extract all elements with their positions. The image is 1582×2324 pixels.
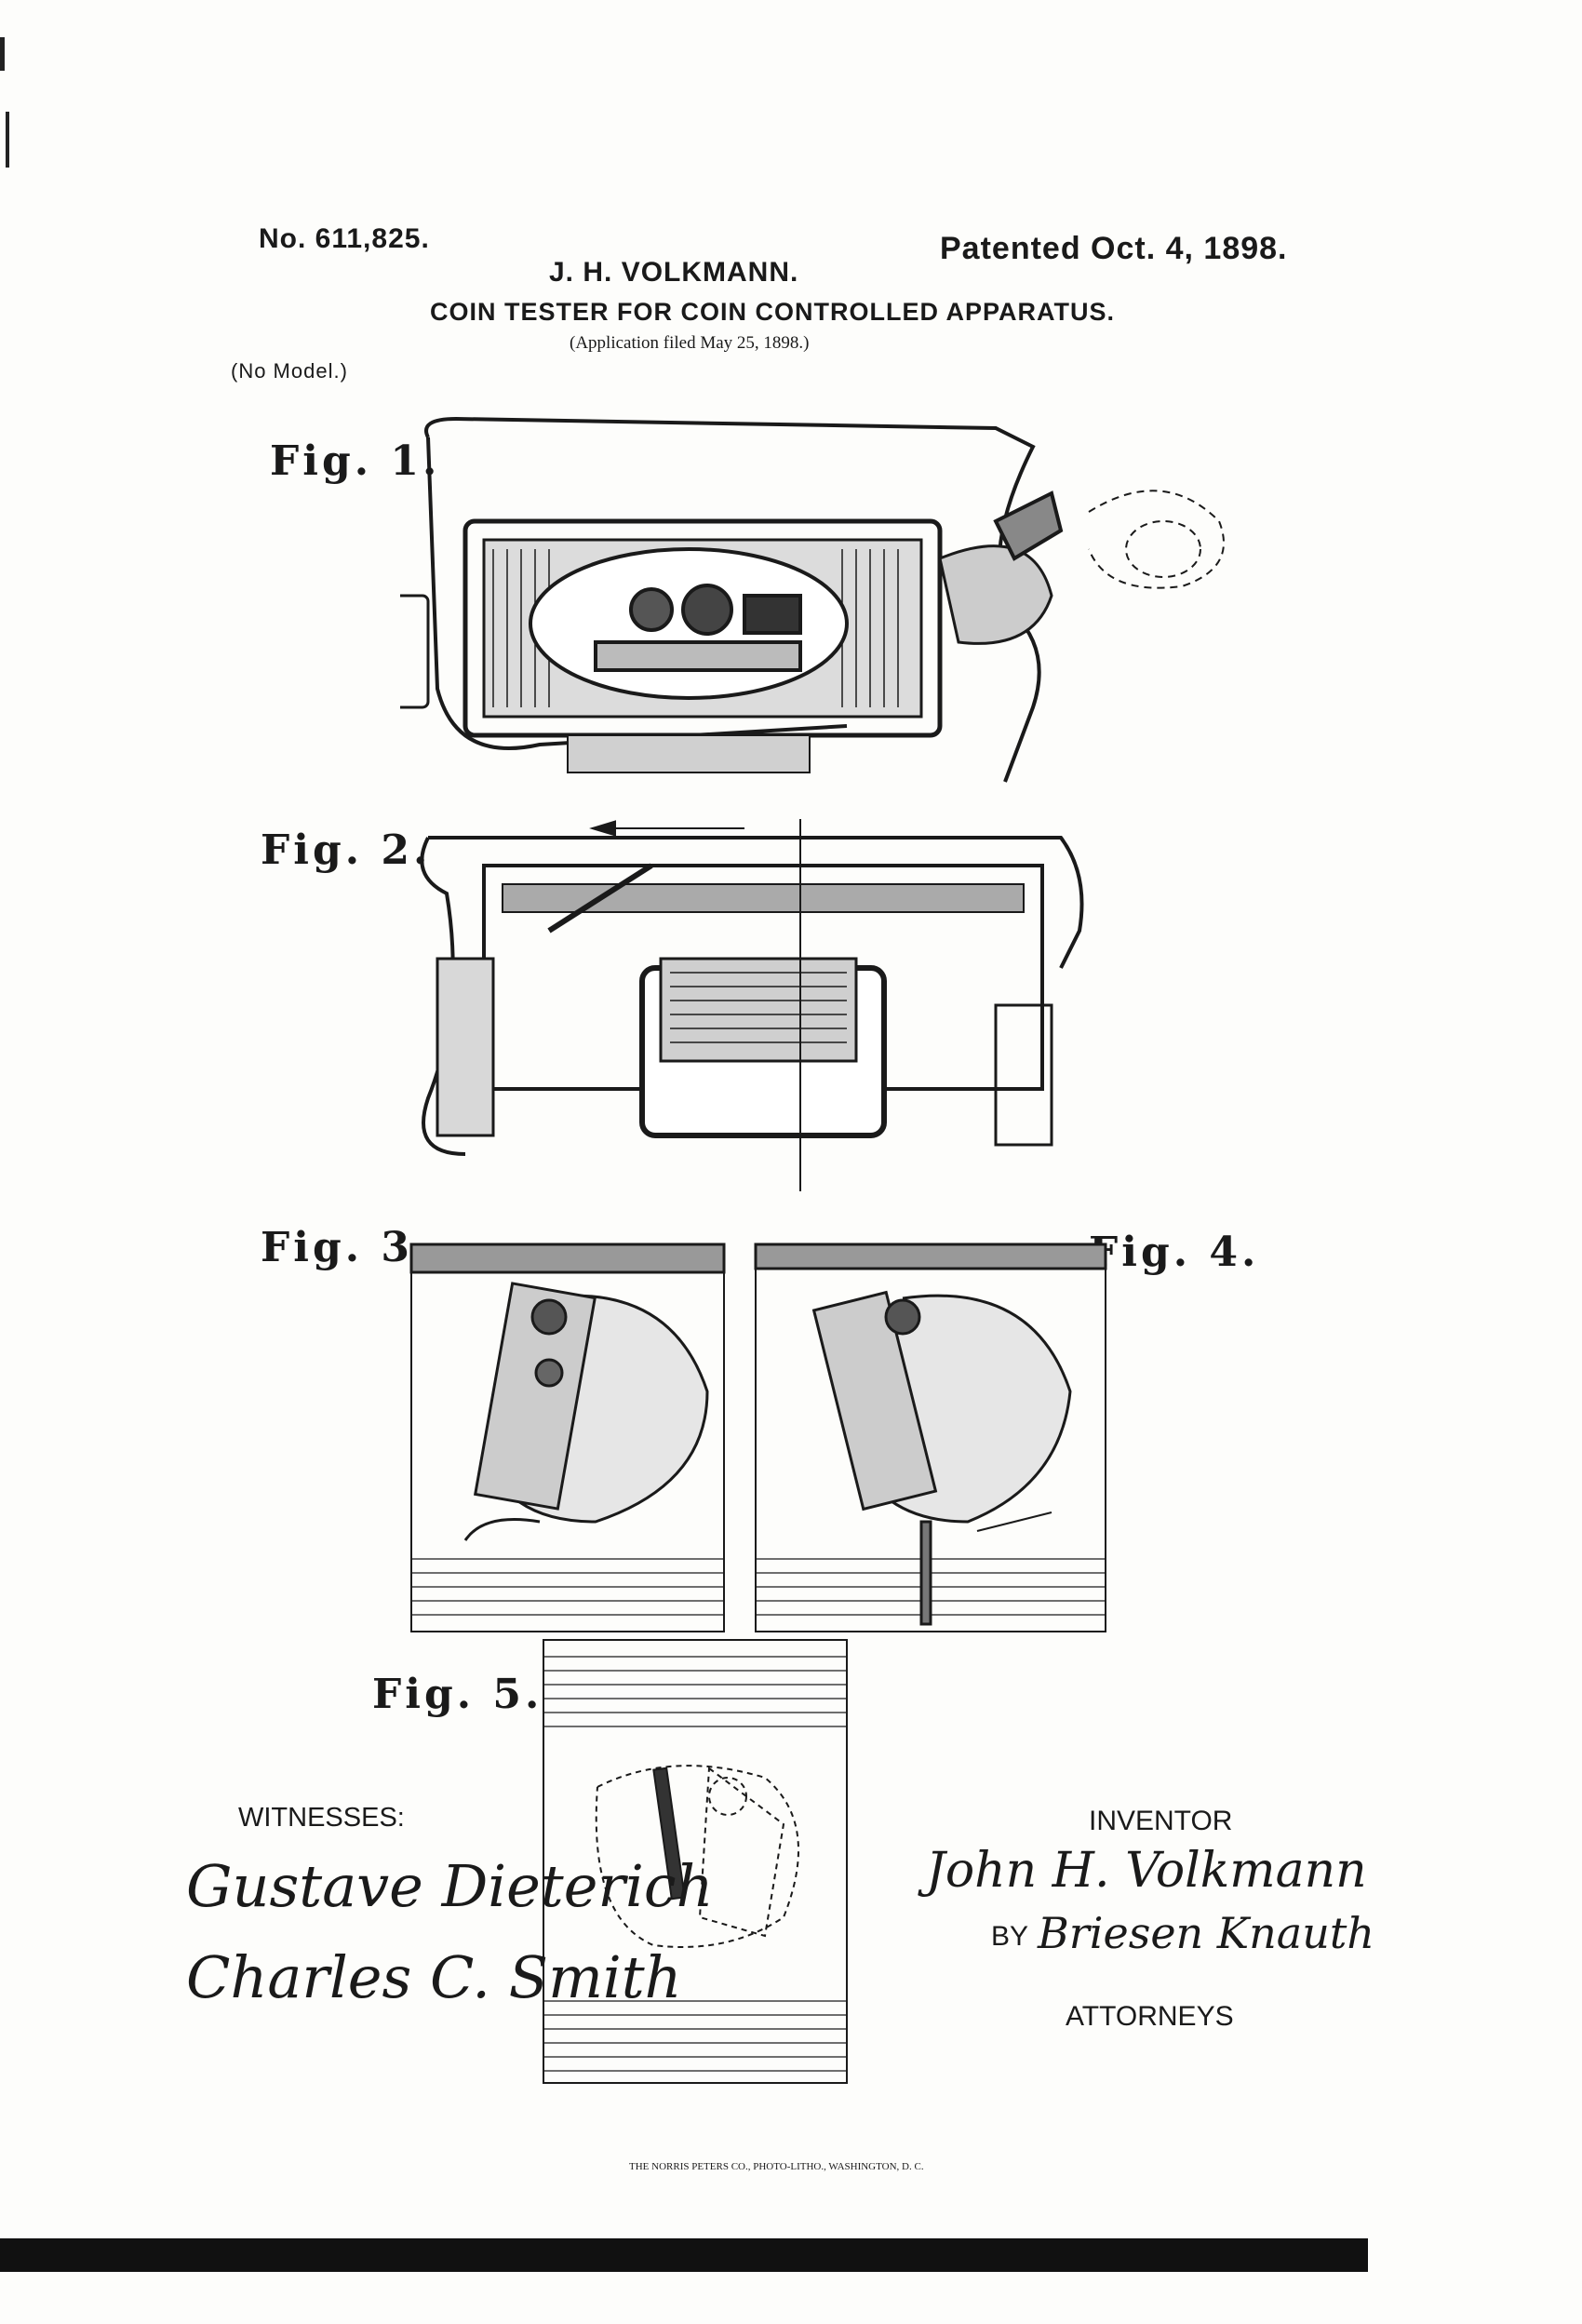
no-model: (No Model.) [231, 359, 348, 383]
fig3-drawing [409, 1243, 726, 1633]
scan-mark-top-left [0, 37, 5, 71]
inventor-signature: John H. Volkmann [926, 1843, 1367, 1899]
fig4-label: Fig. 4. [1089, 1229, 1260, 1276]
attorneys-label: ATTORNEYS [1066, 2001, 1234, 2032]
scan-mark-left [6, 112, 9, 168]
fig2-drawing [409, 819, 1173, 1201]
by-label: BY [991, 1921, 1029, 1952]
application-filed: (Application filed May 25, 1898.) [570, 333, 810, 353]
witnesses-label: WITNESSES: [238, 1803, 405, 1833]
patent-title: COIN TESTER FOR COIN CONTROLLED APPARATU… [430, 298, 1115, 326]
printer-credit: THE NORRIS PETERS CO., PHOTO-LITHO., WAS… [629, 2161, 924, 2172]
scan-bottom-bar [0, 2238, 1368, 2272]
fig5-drawing [542, 1638, 849, 2085]
fig5-label: Fig. 5. [372, 1671, 543, 1718]
patent-number: No. 611,825. [259, 223, 430, 254]
attorney-signature: Briesen Knauth [1038, 1908, 1374, 1958]
witness-signature-2: Charles C. Smith [186, 1943, 682, 2011]
inventor-label: INVENTOR [1089, 1806, 1233, 1836]
witness-signature-1: Gustave Dieterich [186, 1852, 714, 1920]
fig1-drawing [400, 410, 1238, 800]
fig2-label: Fig. 2. [261, 826, 432, 874]
fig1-label: Fig. 1. [270, 437, 441, 485]
inventor-name: J. H. VOLKMANN. [549, 257, 799, 288]
patent-date: Patented Oct. 4, 1898. [940, 231, 1288, 266]
fig4-drawing [754, 1243, 1107, 1633]
fig3-label: Fig. 3. [261, 1224, 432, 1271]
